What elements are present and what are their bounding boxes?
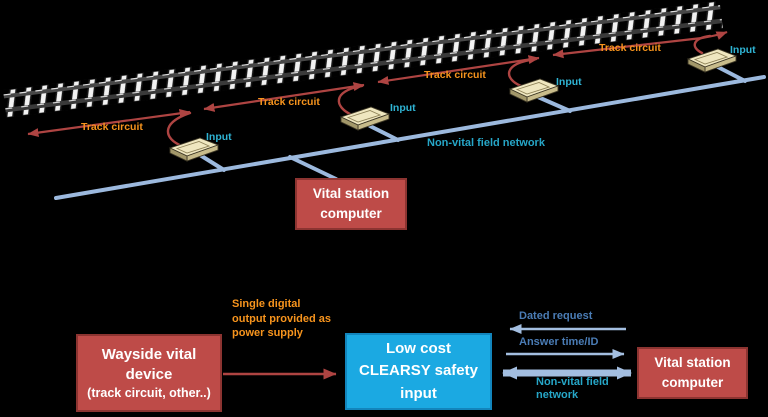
track-circuit-arrow-2 [203,82,365,112]
box-text-line: computer [661,375,724,390]
track-circuit-label-4: Track circuit [599,42,661,54]
network-stub-device-2 [368,124,400,142]
network-stub-device-1 [198,153,226,172]
device-feed-line-1 [166,111,192,148]
network-stub-station-computer [288,155,338,181]
power-supply-label-line: power supply [232,327,303,339]
track-rail-lower [5,18,723,113]
box-text-line: device [125,366,173,384]
non-vital-network-line [54,75,766,200]
track-circuit-arrow-1 [27,108,191,138]
dated-request-label: Dated request [519,310,593,322]
power-supply-label-line: Single digital [232,298,301,310]
device-feed-line-4 [693,34,712,55]
track-circuit-label-2: Track circuit [258,96,320,108]
non-vital-network-label-line: network [536,389,579,401]
vital-station-computer-box-track: Vital station computer [295,178,407,230]
device-feed-line-3 [507,57,538,88]
box-text-line: Vital station [312,186,390,202]
track-rail-upper [3,5,721,99]
answer-time-id-label: Answer time/ID [519,336,599,348]
track-device-2 [339,106,391,131]
device-feed-line-2 [337,84,364,117]
track-device-4 [686,48,738,73]
track-circuit-arrow-3 [377,55,540,85]
railway-track-icon [3,0,723,118]
input-label-2: Input [390,102,416,114]
non-vital-network-label-line: Non-vital field [536,376,609,388]
track-circuit-label-1: Track circuit [81,121,143,133]
power-supply-label-line: output provided as [232,312,331,325]
input-label-4: Input [730,44,756,56]
network-stub-device-4 [714,64,747,83]
box-text-line: computer [320,206,382,221]
network-stub-device-3 [536,95,572,113]
box-text-line: CLEARSY safety [359,362,478,380]
input-label-1: Input [206,131,232,143]
input-label-3: Input [556,76,582,88]
box-text-line: Wayside vital [101,345,197,363]
wayside-vital-device-box: Wayside vital device (track circuit, oth… [76,334,222,412]
box-text-line: input [400,384,437,402]
box-text-line: (track circuit, other..) [87,386,211,401]
clearsy-safety-input-box: Low cost CLEARSY safety input [345,333,492,410]
track-circuit-label-3: Track circuit [424,69,486,81]
track-ties [3,0,723,118]
non-vital-network-label-flow: Non-vital field network [536,376,609,402]
power-supply-label: Single digital output provided as power … [232,297,331,341]
box-text-line: Low cost [385,339,451,357]
track-device-1 [168,137,220,162]
vital-station-computer-box-flow: Vital station computer [637,347,748,399]
track-device-3 [508,78,560,103]
box-text-line: Vital station [654,355,731,371]
non-vital-network-label-track: Non-vital field network [427,137,545,149]
